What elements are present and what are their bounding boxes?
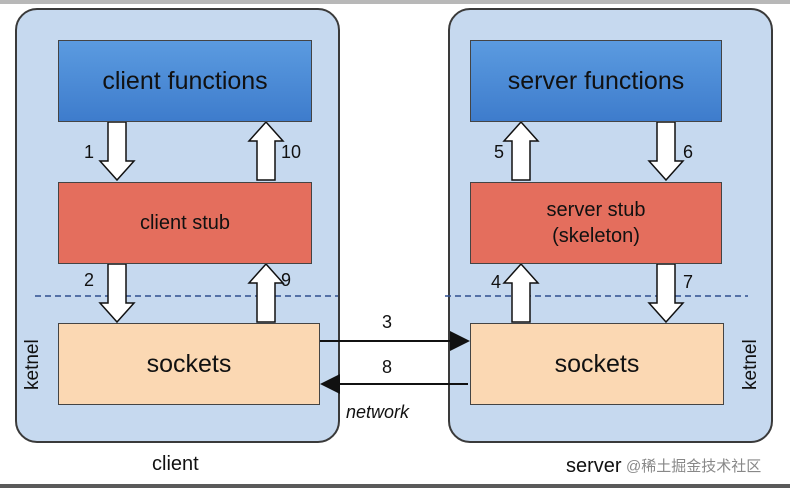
client-sockets-label: sockets: [146, 349, 232, 378]
arrow-step-4: [502, 262, 540, 323]
server-stub-sublabel: (skeleton): [552, 225, 640, 247]
step-label-6: 6: [683, 142, 694, 162]
watermark-text: @稀土掘金技术社区: [626, 458, 762, 475]
server-stub-label: server stub: [546, 199, 646, 221]
bottom-border-line: [0, 484, 790, 488]
top-border-line: [0, 0, 790, 4]
client-sockets-box: sockets: [58, 323, 320, 405]
server-label: server: [566, 455, 622, 477]
client-label: client: [152, 453, 199, 475]
server-stub-box: server stub (skeleton): [470, 182, 722, 264]
arrow-step-2: [98, 263, 136, 324]
network-label: network: [346, 402, 410, 422]
step-label-1: 1: [84, 142, 95, 162]
step-label-8: 8: [382, 357, 393, 377]
server-kernel-label: ketnel: [740, 339, 761, 390]
client-functions-box: client functions: [58, 40, 312, 122]
server-functions-box: server functions: [470, 40, 722, 122]
step-label-10: 10: [281, 142, 302, 162]
arrow-step-10: [247, 120, 285, 181]
server-functions-label: server functions: [507, 66, 685, 95]
server-sockets-label: sockets: [554, 349, 640, 378]
step-label-7: 7: [683, 272, 694, 292]
client-functions-label: client functions: [102, 66, 268, 95]
client-stub-label: client stub: [139, 212, 231, 234]
client-kernel-label: ketnel: [22, 339, 43, 390]
step-label-2: 2: [84, 270, 95, 290]
arrow-step-5: [502, 120, 540, 181]
step-label-4: 4: [491, 272, 502, 292]
client-stub-box: client stub: [58, 182, 312, 264]
server-sockets-box: sockets: [470, 323, 724, 405]
step-label-9: 9: [281, 270, 292, 290]
step-label-3: 3: [382, 312, 393, 332]
arrow-step-7: [647, 263, 685, 324]
step-label-5: 5: [494, 142, 505, 162]
arrow-step-1: [98, 121, 136, 182]
arrow-step-6: [647, 121, 685, 182]
arrow-step-9: [247, 262, 285, 323]
